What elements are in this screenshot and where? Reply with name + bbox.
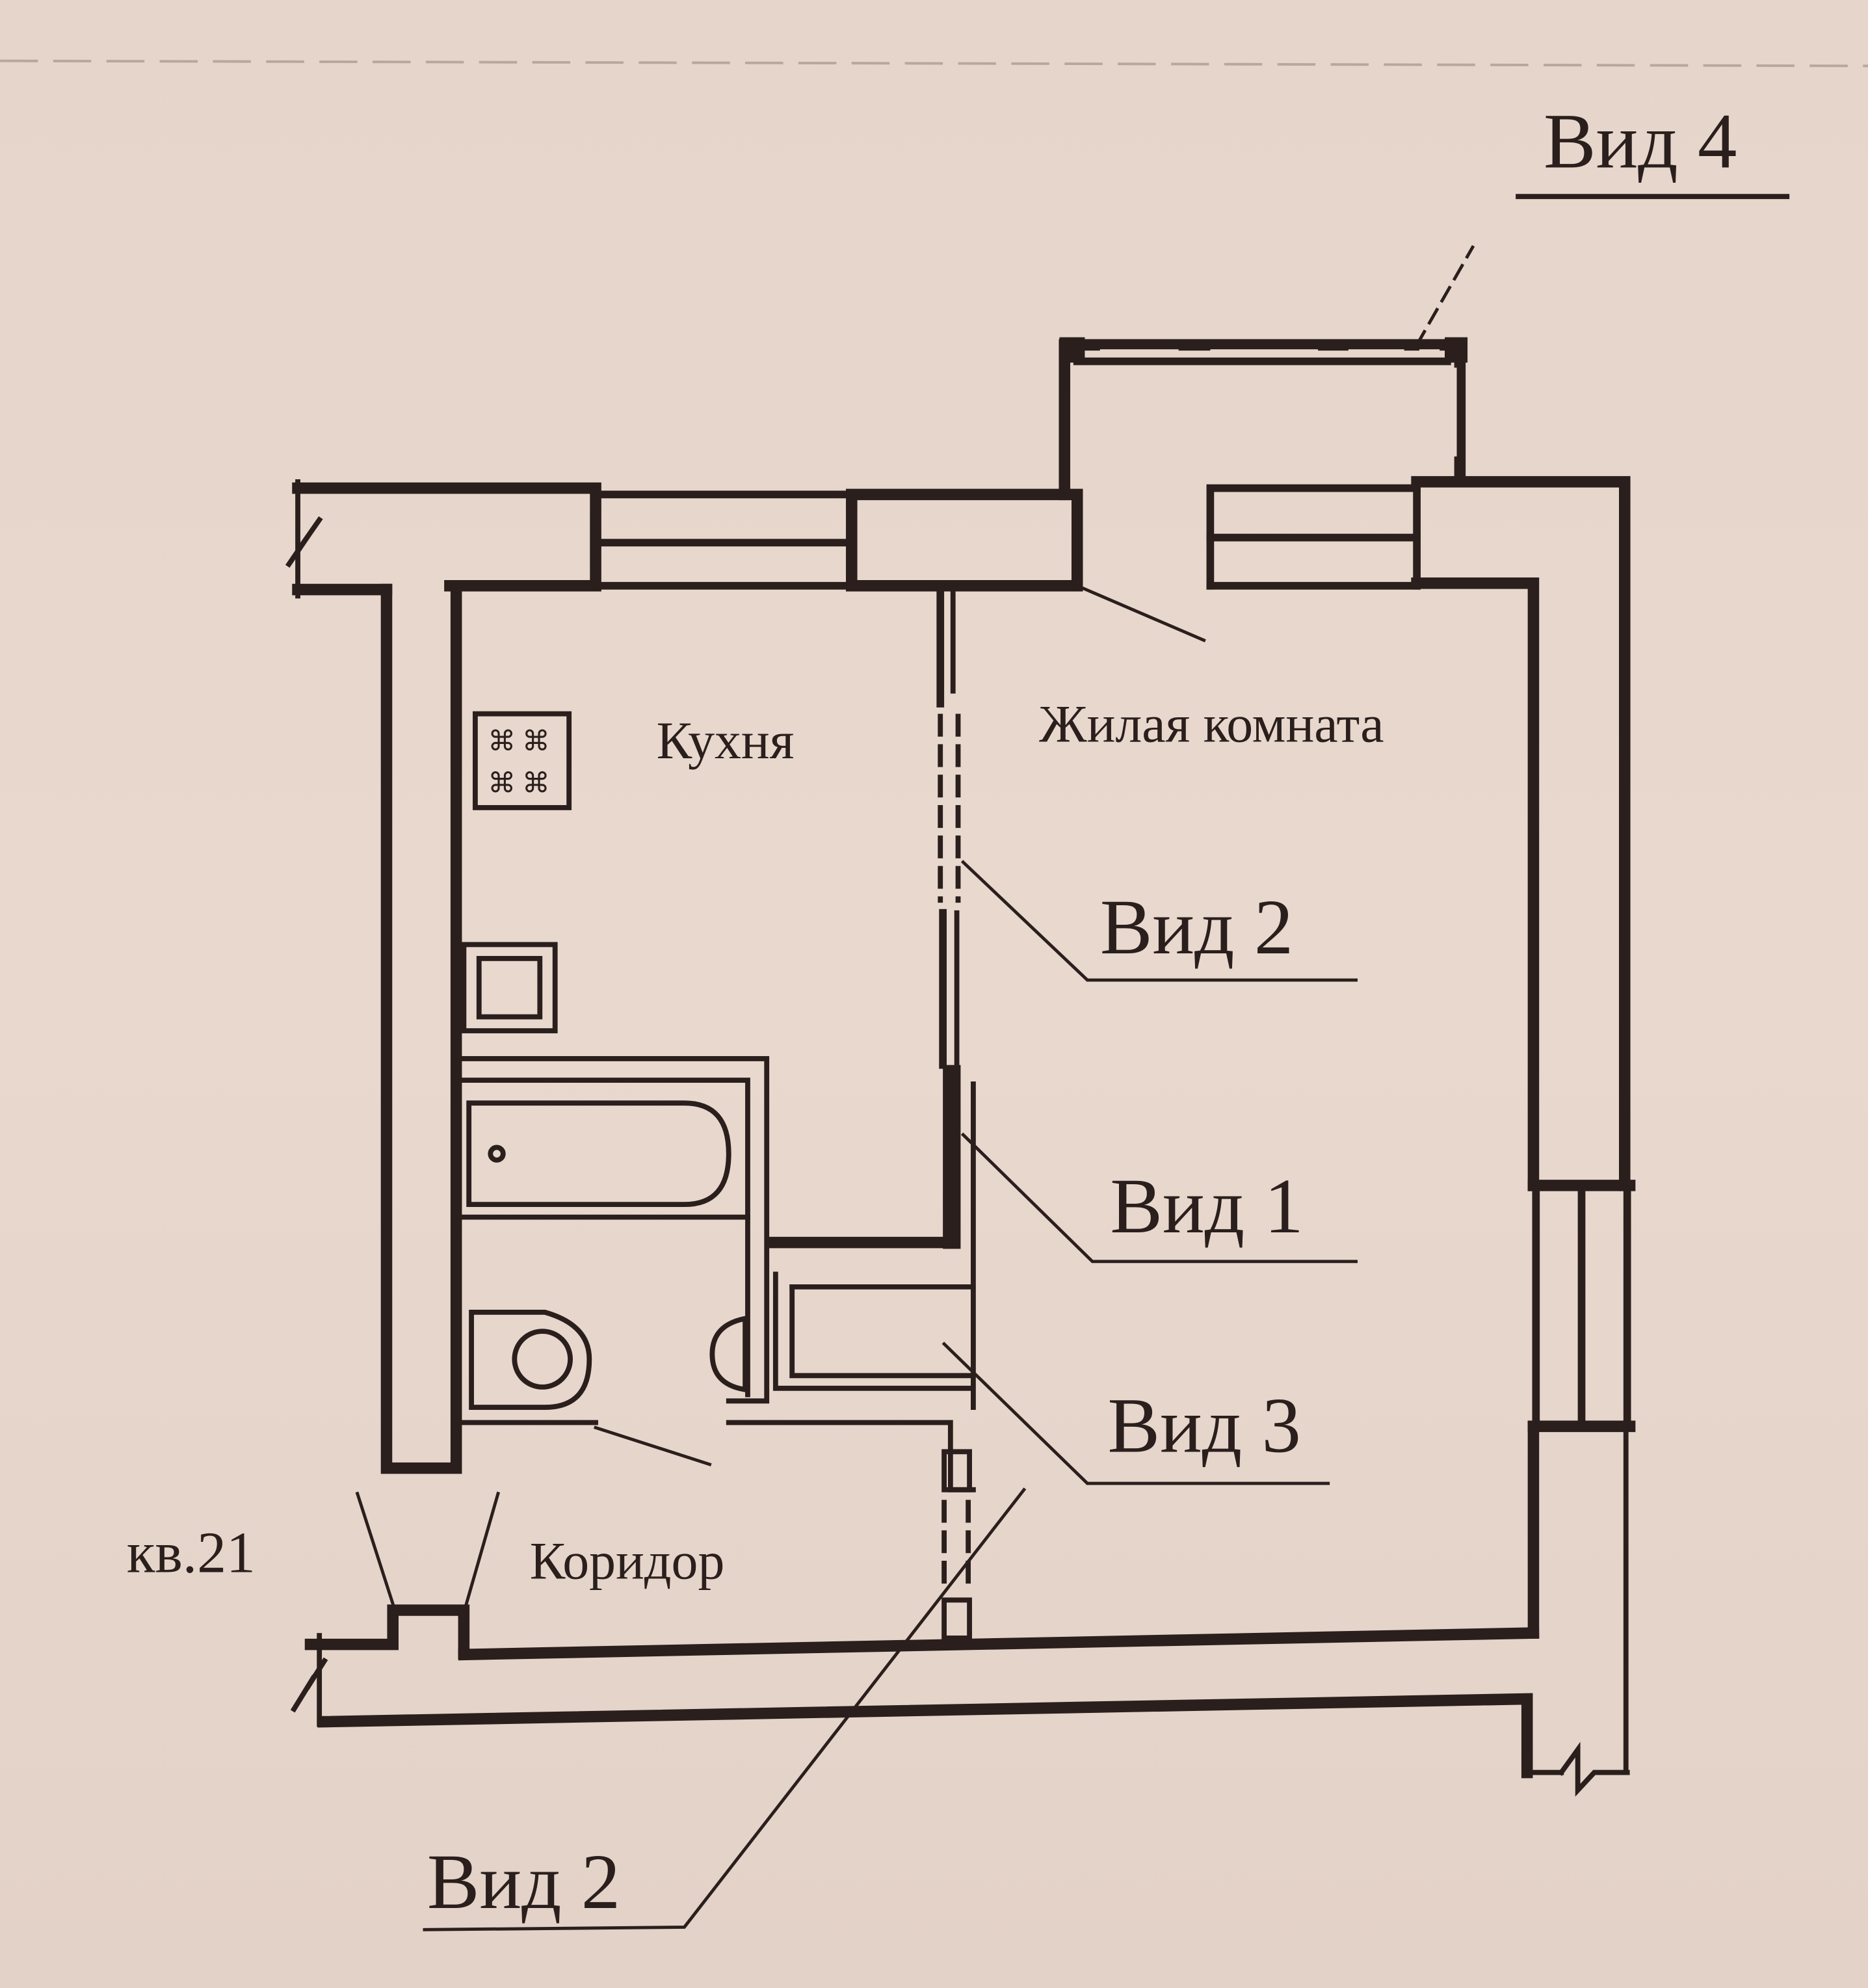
break-mark-icon <box>290 1657 328 1713</box>
svg-text:⌘: ⌘ <box>522 767 550 800</box>
svg-text:⌘: ⌘ <box>488 725 516 758</box>
balcony <box>1059 245 1475 501</box>
bottom-wall <box>290 1627 1630 1797</box>
view-1-leader <box>960 1132 1358 1264</box>
bathtub-icon <box>461 1100 750 1220</box>
break-mark-icon <box>285 516 323 568</box>
svg-text:⌘: ⌘ <box>488 767 516 800</box>
apartment-label: кв.21 <box>127 1521 256 1585</box>
left-wall <box>380 583 462 1474</box>
view-leaders <box>423 194 1790 1931</box>
bottom-partition <box>941 1449 972 1641</box>
living-room-label: Жилая комната <box>1039 695 1384 754</box>
view-3-label: Вид 3 <box>1108 1382 1301 1469</box>
break-mark-icon <box>1557 1742 1630 1797</box>
view-2-bottom-label: Вид 2 <box>427 1838 620 1926</box>
kitchen-label: Кухня <box>657 711 795 770</box>
washbasin-icon <box>709 1315 748 1393</box>
view-2-top-label: Вид 2 <box>1100 884 1293 971</box>
top-wall-left <box>285 479 601 599</box>
entrance-door <box>304 1491 501 1660</box>
view-1-label: Вид 1 <box>1110 1163 1303 1250</box>
view-3-leader <box>941 1342 1330 1485</box>
top-wall-pier <box>846 488 1083 592</box>
corridor-label: Коридор <box>530 1531 725 1590</box>
corridor-leader-line <box>594 1425 712 1466</box>
kitchen-partition <box>765 581 961 1249</box>
view-2-top-leader <box>960 860 1358 982</box>
view-2-bottom-leader <box>423 1487 1027 1931</box>
sink-icon <box>461 942 558 1033</box>
scan-edge-line <box>0 59 1868 68</box>
bathroom <box>461 1056 770 1466</box>
view-4-leader-line <box>1414 245 1475 347</box>
toilet-icon <box>461 1309 598 1425</box>
living-room-window <box>1206 484 1421 590</box>
right-exterior-wall <box>1411 476 1636 1775</box>
stove-icon: ⌘⌘ ⌘⌘ <box>473 711 572 810</box>
svg-text:⌘: ⌘ <box>522 725 550 758</box>
view-4-label: Вид 4 <box>1544 98 1737 185</box>
kitchen-window <box>592 490 856 590</box>
